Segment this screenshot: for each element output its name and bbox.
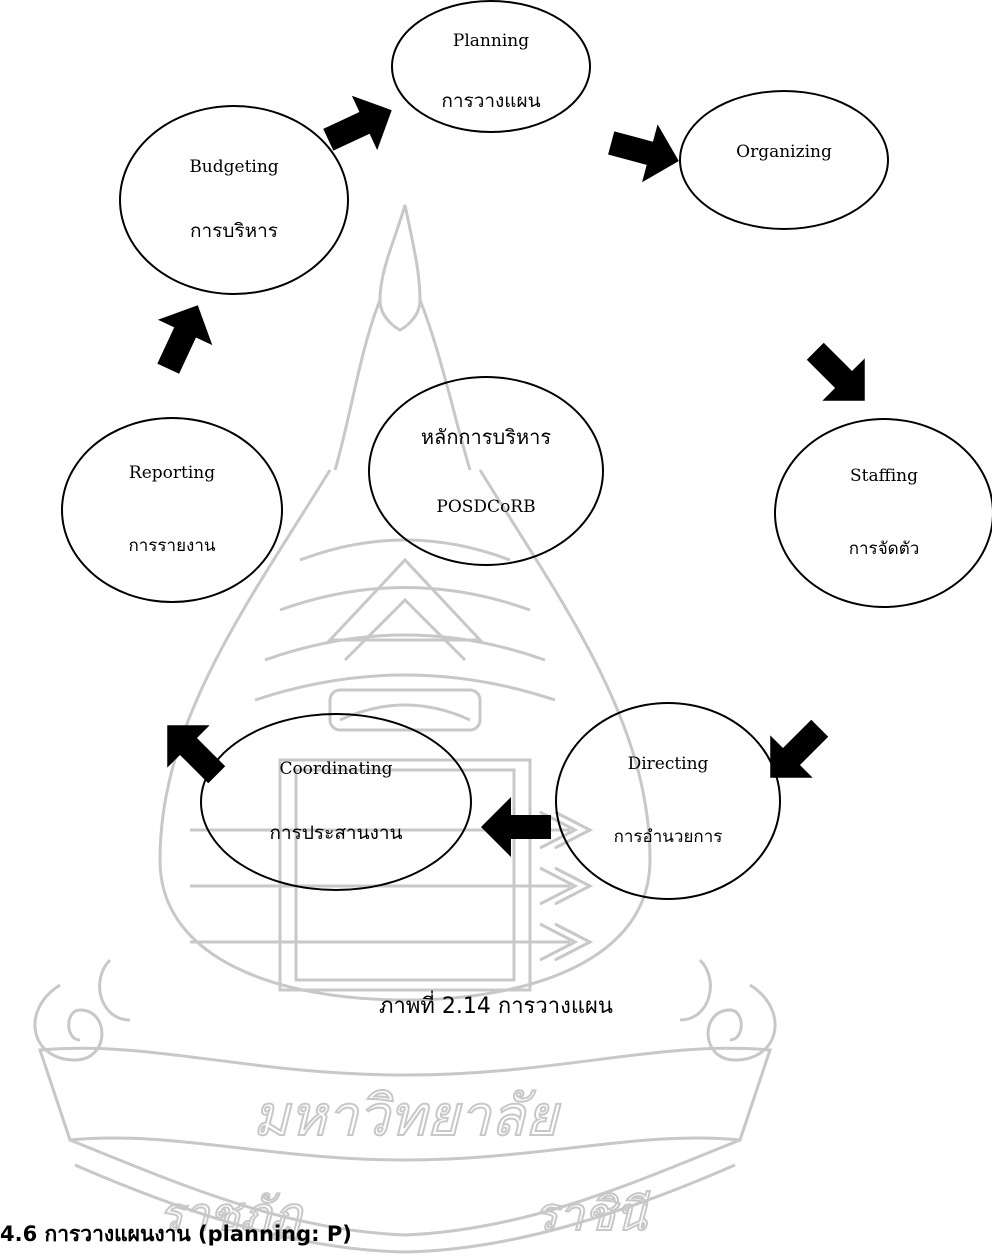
figure-caption: ภาพที่ 2.14 การวางแผน xyxy=(379,994,613,1019)
node-staffing-th: การจัดตัว xyxy=(848,539,920,559)
node-directing-th: การอำนวยการ xyxy=(613,827,723,847)
section-heading: 4.6 การวางแผนงาน (planning: P) xyxy=(0,1222,352,1246)
node-budgeting-en: Budgeting xyxy=(189,157,279,177)
node-reporting-en: Reporting xyxy=(128,463,216,483)
node-coordinating: Coordinating การประสานงาน xyxy=(200,713,472,891)
node-reporting-th: การรายงาน xyxy=(128,536,216,556)
node-directing: Directing การอำนวยการ xyxy=(555,702,781,900)
arrow-organizing-to-staffing xyxy=(806,342,865,401)
node-coordinating-en: Coordinating xyxy=(279,759,393,779)
node-reporting: Reporting การรายงาน xyxy=(61,417,283,603)
node-organizing: Organizing xyxy=(679,90,889,230)
node-staffing-en: Staffing xyxy=(850,466,918,486)
svg-text:มหาวิทยาลัย: มหาวิทยาลัย xyxy=(252,1084,560,1149)
node-coordinating-th: การประสานงาน xyxy=(269,822,403,844)
arrow-directing-to-coordinating xyxy=(481,797,551,857)
node-center-posdcorb: หลักการบริหาร POSDCoRB xyxy=(368,376,604,566)
node-budgeting-th: การบริหาร xyxy=(189,220,279,242)
node-planning-th: การวางแผน xyxy=(441,89,541,112)
node-planning: Planning การวางแผน xyxy=(391,0,591,133)
arrow-staffing-to-directing xyxy=(770,719,829,778)
svg-text:ราชภัฏ: ราชภัฏ xyxy=(159,1187,305,1241)
node-budgeting: Budgeting การบริหาร xyxy=(119,105,349,295)
center-title: หลักการบริหาร xyxy=(420,424,552,449)
arrow-budgeting-to-planning xyxy=(323,95,392,151)
svg-text:ราชินี: ราชินี xyxy=(533,1187,650,1241)
arrow-planning-to-organizing xyxy=(608,124,679,183)
arrow-reporting-to-budgeting xyxy=(157,305,213,374)
node-planning-en: Planning xyxy=(452,30,530,51)
node-organizing-en: Organizing xyxy=(736,142,832,162)
node-staffing: Staffing การจัดตัว xyxy=(774,418,992,608)
node-directing-en: Directing xyxy=(627,754,709,774)
center-subtitle: POSDCoRB xyxy=(436,496,536,517)
